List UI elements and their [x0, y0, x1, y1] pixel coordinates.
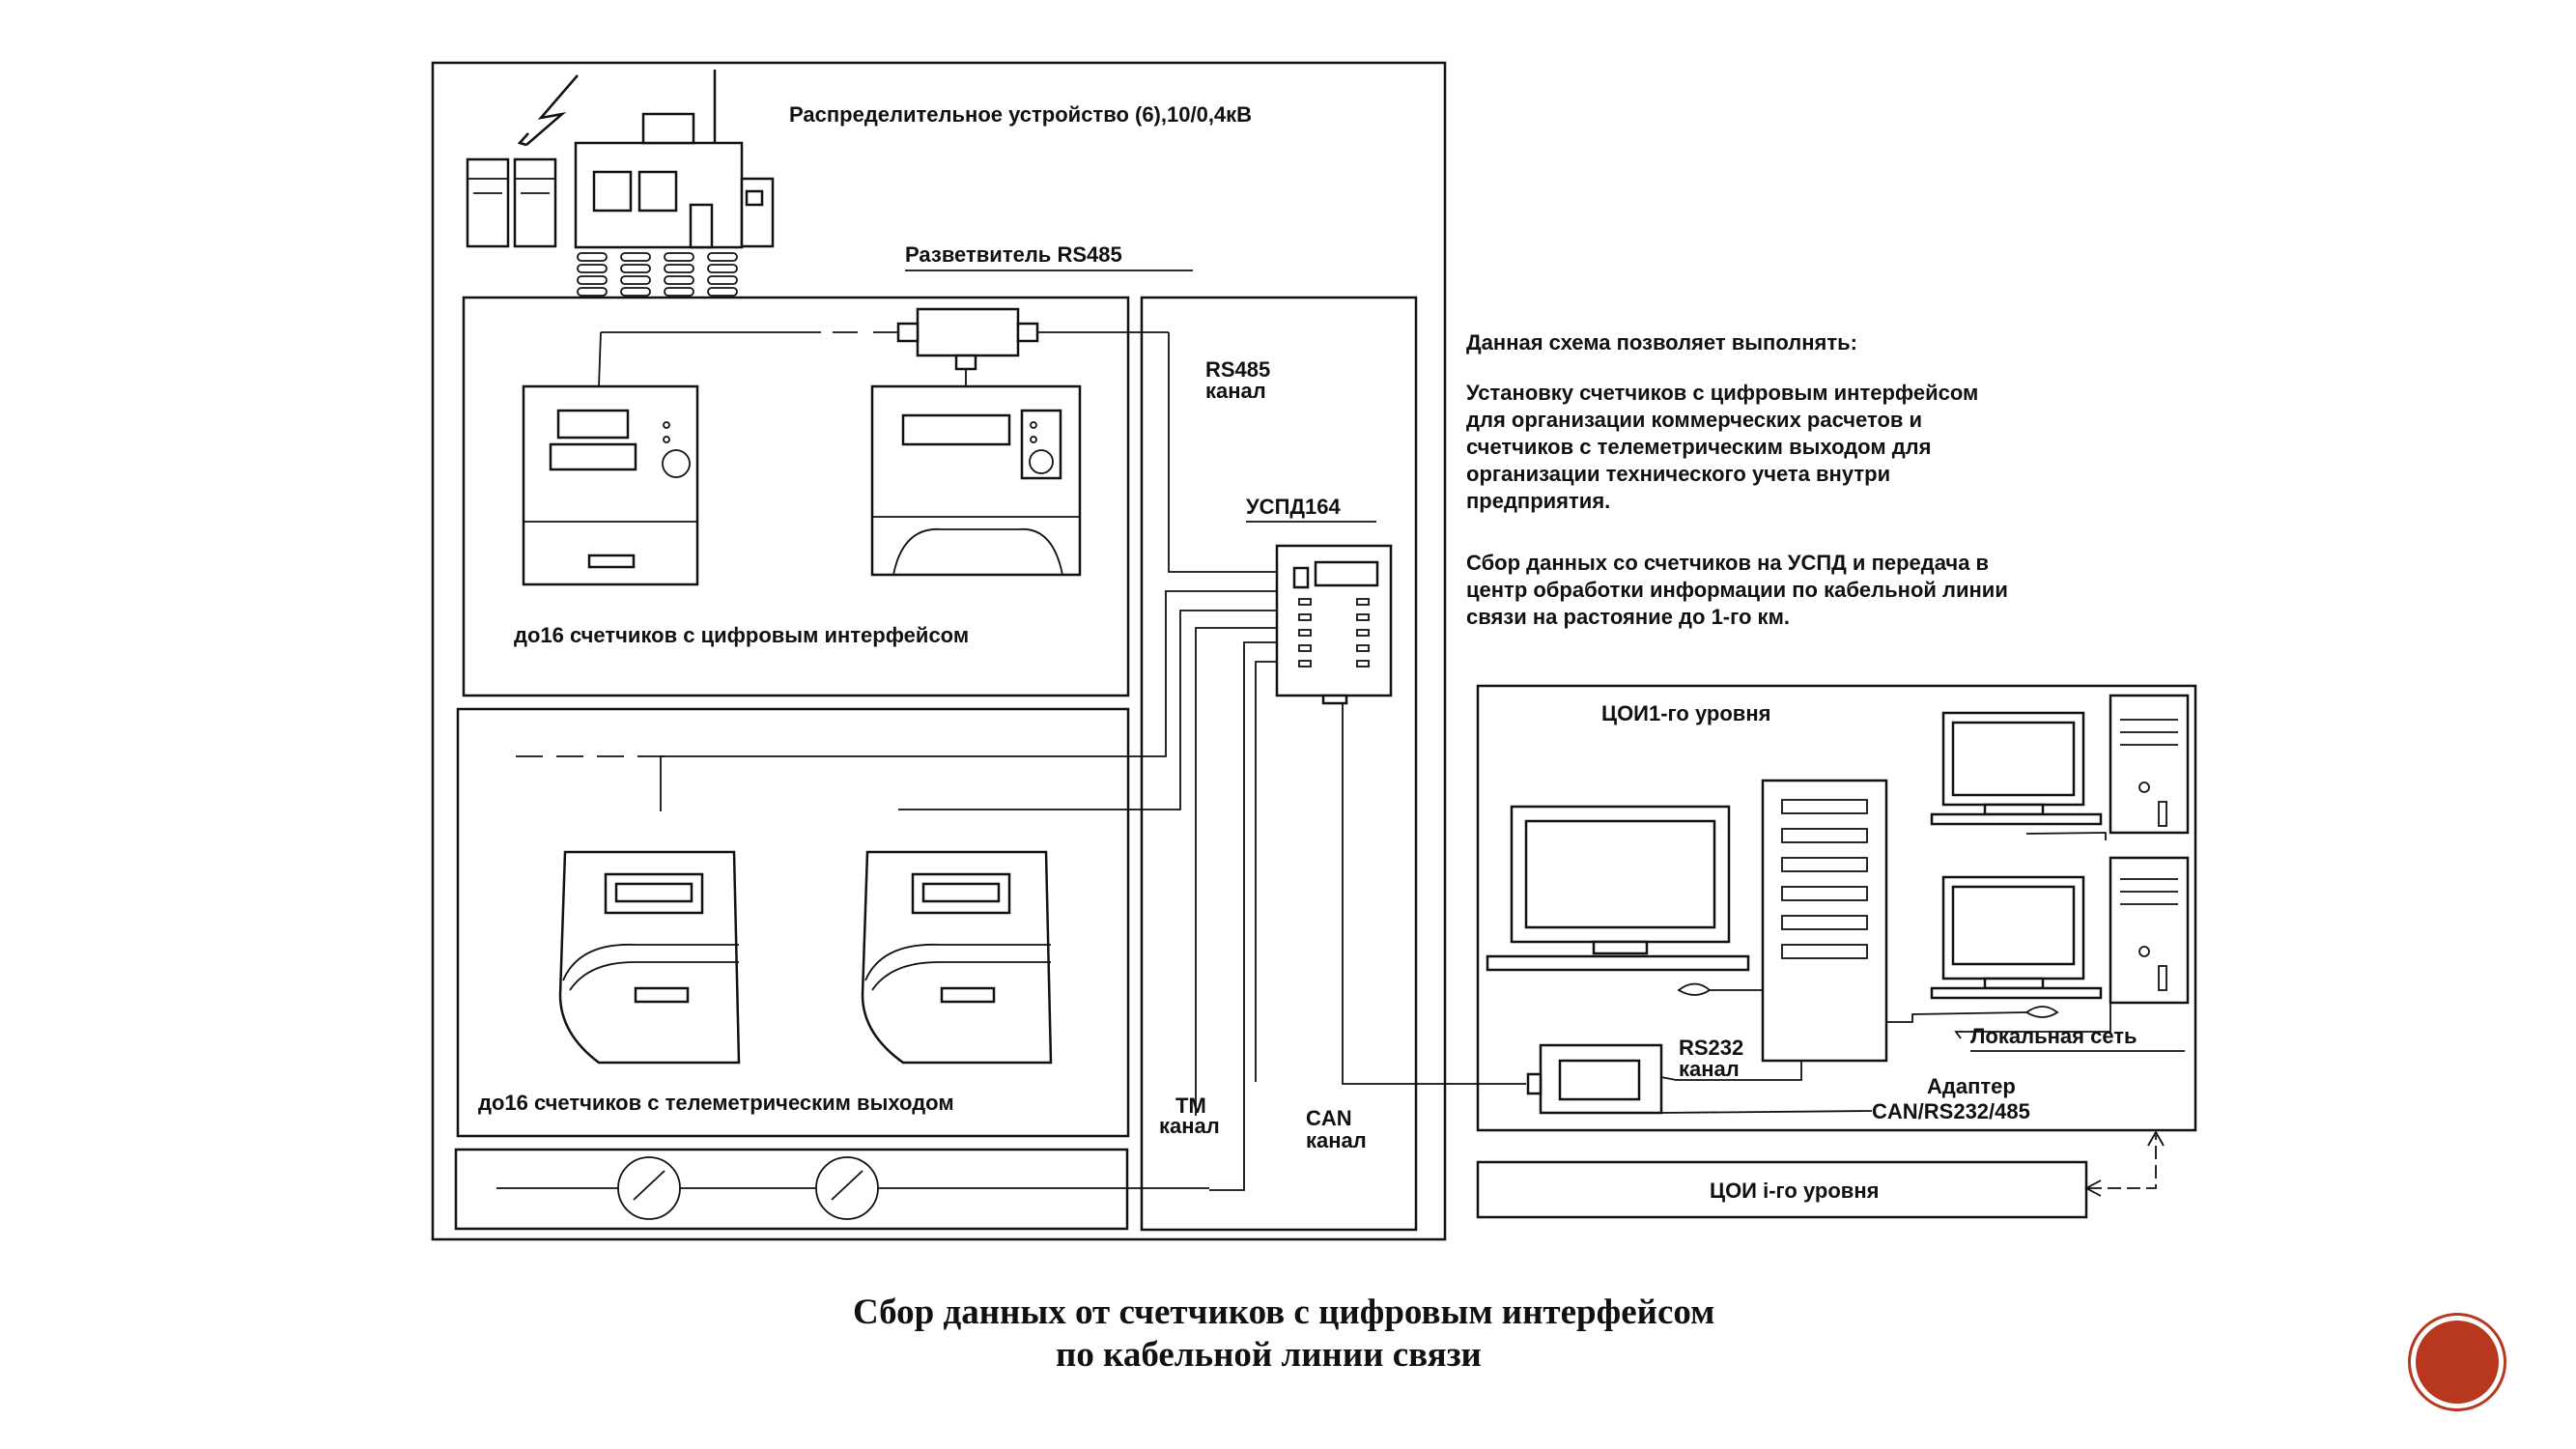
coi-level-i-label: ЦОИ i-го уровня	[1710, 1179, 1879, 1203]
digital-meters-label: до16 счетчиков с цифровым интерфейсом	[514, 623, 969, 647]
digital-meter-icon	[522, 384, 699, 586]
workstation-icon	[1930, 694, 2190, 835]
digital-meters-box	[462, 296, 1130, 697]
switchgear-label: Распределительное устройство (6),10/0,4к…	[789, 102, 1252, 127]
breaker-icon	[815, 1156, 1209, 1220]
slide-badge-icon	[2411, 1316, 2504, 1408]
rs485-splitter-icon	[896, 307, 1039, 371]
uspd-device-icon	[1275, 544, 1393, 705]
telemetry-meter-icon	[861, 850, 1053, 1065]
monitor-icon	[1486, 805, 1750, 996]
lan-wiring	[1710, 832, 2111, 1039]
caption-line2: по кабельной линии связи	[1056, 1335, 1482, 1375]
channel-column-box	[1140, 296, 1418, 1232]
telemetry-meters-box	[456, 707, 1130, 1138]
server-tower-icon	[1761, 779, 1888, 1063]
digital-meter-icon	[870, 384, 1082, 577]
workstation-icon	[1930, 856, 2190, 1018]
caption-line1: Сбор данных от счетчиков с цифровым инте…	[853, 1293, 1714, 1332]
breaker-icon	[496, 1156, 816, 1220]
uspd-label: УСПД164	[1246, 495, 1342, 519]
breakers-box	[454, 1148, 1129, 1231]
splitter-label: Разветвитель RS485	[905, 242, 1122, 267]
enclosure-frame	[431, 61, 1447, 1241]
bidirectional-arrow	[2084, 1130, 2165, 1197]
substation-icon	[466, 70, 775, 297]
lan-label: Локальная сеть	[1970, 1024, 2137, 1048]
telemetry-meters-label: до16 счетчиков с телеметрическим выходом	[478, 1091, 954, 1115]
coi-level-i-box	[1476, 1160, 2088, 1219]
coi-level1-box	[1476, 684, 2197, 1132]
coi-level1-label: ЦОИ1-го уровня	[1601, 701, 1770, 725]
scheme-description: Данная схема позволяет выполнять: Устано…	[1466, 330, 2014, 629]
adapter-icon	[1526, 1043, 1663, 1115]
telemetry-meter-icon	[558, 850, 741, 1065]
